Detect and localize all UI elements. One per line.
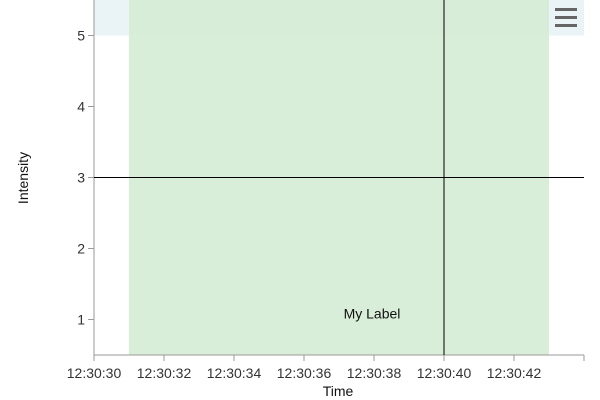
y-tick-label: 4 — [77, 99, 85, 115]
axes-layer: 1 2 3 4 5 12:30:30 12:30:32 12:30:34 12:30:36 12:… — [67, 0, 585, 381]
x-tick-label: 12:30:30 — [67, 365, 122, 381]
y-tick-label: 5 — [77, 28, 85, 44]
annotation-label: My Label — [344, 306, 401, 322]
x-tick-label: 12:30:32 — [137, 365, 192, 381]
x-tick-label: 12:30:36 — [277, 365, 332, 381]
x-tick-label: 12:30:42 — [487, 365, 542, 381]
y-tick-label: 1 — [77, 312, 85, 328]
y-tick-label: 3 — [77, 170, 85, 186]
x-tick-label: 12:30:38 — [347, 365, 402, 381]
hamburger-menu-icon[interactable] — [555, 8, 577, 27]
plotlines-layer — [94, 0, 584, 355]
chart-menu-button[interactable] — [548, 2, 584, 34]
y-axis-title: Intensity — [15, 152, 31, 204]
x-axis-title: Time — [323, 383, 354, 399]
x-tick-label: 12:30:40 — [417, 365, 472, 381]
labels-layer: My Label — [344, 306, 401, 322]
menu-bar — [555, 24, 577, 27]
y-tick-label: 2 — [77, 241, 85, 257]
menu-bar — [555, 16, 577, 19]
x-tick-label: 12:30:34 — [207, 365, 262, 381]
menu-bar — [555, 8, 577, 11]
